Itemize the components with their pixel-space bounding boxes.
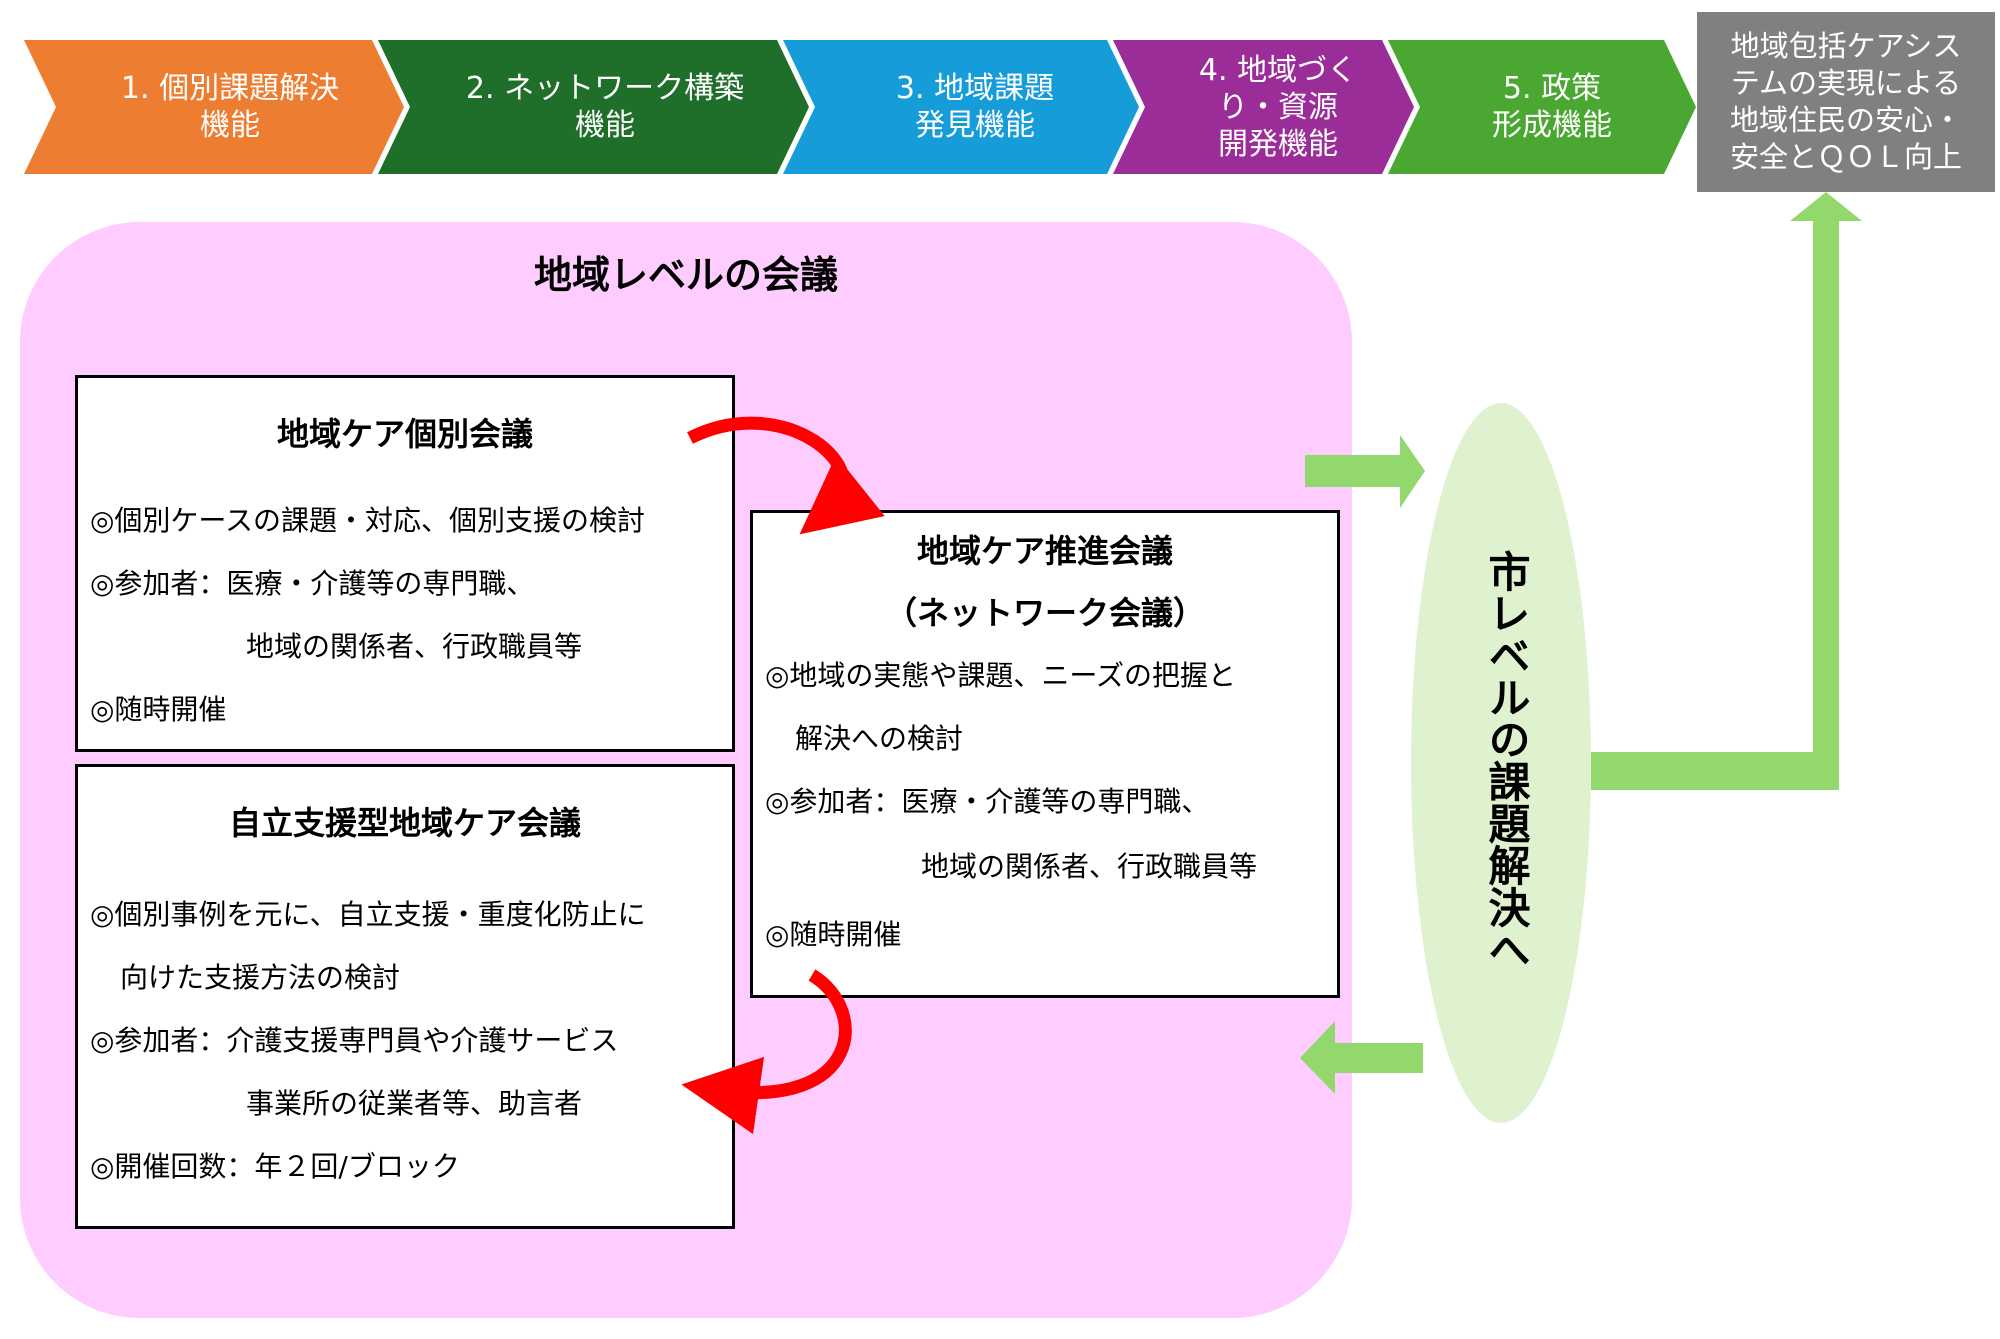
regional-level-title: 地域レベルの会議 — [533, 253, 838, 297]
step-4-label: 4. 地域づく り・資源 開発機能 — [1198, 52, 1358, 162]
promotion-meeting-title: 地域ケア推進会議 — [916, 532, 1173, 570]
individual-meeting-line: ◎個別ケースの課題・対応、個別支援の検討 — [90, 504, 646, 537]
independence-meeting-line: ◎参加者：介護支援専門員や介護サービス — [90, 1024, 619, 1057]
step-chevron-3 — [783, 40, 1139, 174]
step-chevron-1 — [24, 40, 404, 174]
arrow-from-city — [1300, 1021, 1423, 1094]
step-3-label: 3. 地域課題 発見機能 — [895, 71, 1055, 143]
promotion-meeting-line: 解決への検討 — [795, 722, 964, 755]
independence-meeting-line: ◎開催回数：年２回/ブロック — [90, 1150, 460, 1183]
individual-meeting-box: 地域ケア個別会議 ◎個別ケースの課題・対応、個別支援の検討 ◎参加者：医療・介護… — [75, 375, 735, 752]
red-curved-arrow-promotion-to-independence — [681, 969, 852, 1135]
goal-box: 地域包括ケアシス テムの実現による 地域住民の安心・ 安全とＱＯＬ向上 — [1697, 12, 1995, 192]
independence-meeting-line: 事業所の従業者等、助言者 — [246, 1087, 583, 1120]
independence-meeting-line: ◎個別事例を元に、自立支援・重度化防止に — [90, 898, 646, 931]
promotion-meeting-line: ◎随時開催 — [765, 918, 902, 951]
individual-meeting-title: 地域ケア個別会議 — [276, 415, 533, 453]
independence-meeting-box: 自立支援型地域ケア会議 ◎個別事例を元に、自立支援・重度化防止に 向けた支援方法… — [75, 764, 735, 1229]
independence-meeting-title: 自立支援型地域ケア会議 — [228, 804, 581, 842]
independence-meeting-line: 向けた支援方法の検討 — [120, 961, 401, 994]
arrow-to-city — [1305, 435, 1425, 508]
promotion-meeting-line: ◎参加者：医療・介護等の専門職、 — [765, 785, 1210, 818]
promotion-meeting-line: ◎地域の実態や課題、ニーズの把握と — [765, 659, 1237, 692]
step-chevron-4 — [1113, 40, 1414, 174]
individual-meeting-line: 地域の関係者、行政職員等 — [246, 630, 583, 663]
individual-meeting-line: ◎随時開催 — [90, 693, 227, 726]
red-curved-arrow-individual-to-promotion — [687, 416, 885, 535]
promotion-meeting-box: 地域ケア推進会議 （ネットワーク会議） ◎地域の実態や課題、ニーズの把握と 解決… — [750, 510, 1340, 998]
step-1-label: 1. 個別課題解決 機能 — [120, 71, 340, 143]
step-5-label: 5. 政策 形成機能 — [1492, 71, 1612, 143]
city-level-ellipse — [1411, 403, 1591, 1123]
promotion-meeting-line: 地域の関係者、行政職員等 — [921, 850, 1258, 883]
step-chevron-2 — [378, 40, 809, 174]
city-level-label: 市レベルの課題解決へ — [1482, 550, 1531, 970]
step-2-label: 2. ネットワーク構築 機能 — [465, 71, 745, 143]
step-chevron-5 — [1388, 40, 1696, 174]
individual-meeting-line: ◎参加者：医療・介護等の専門職、 — [90, 567, 535, 600]
arrow-to-goal — [1591, 192, 1862, 790]
promotion-meeting-subtitle: （ネットワーク会議） — [884, 594, 1205, 632]
